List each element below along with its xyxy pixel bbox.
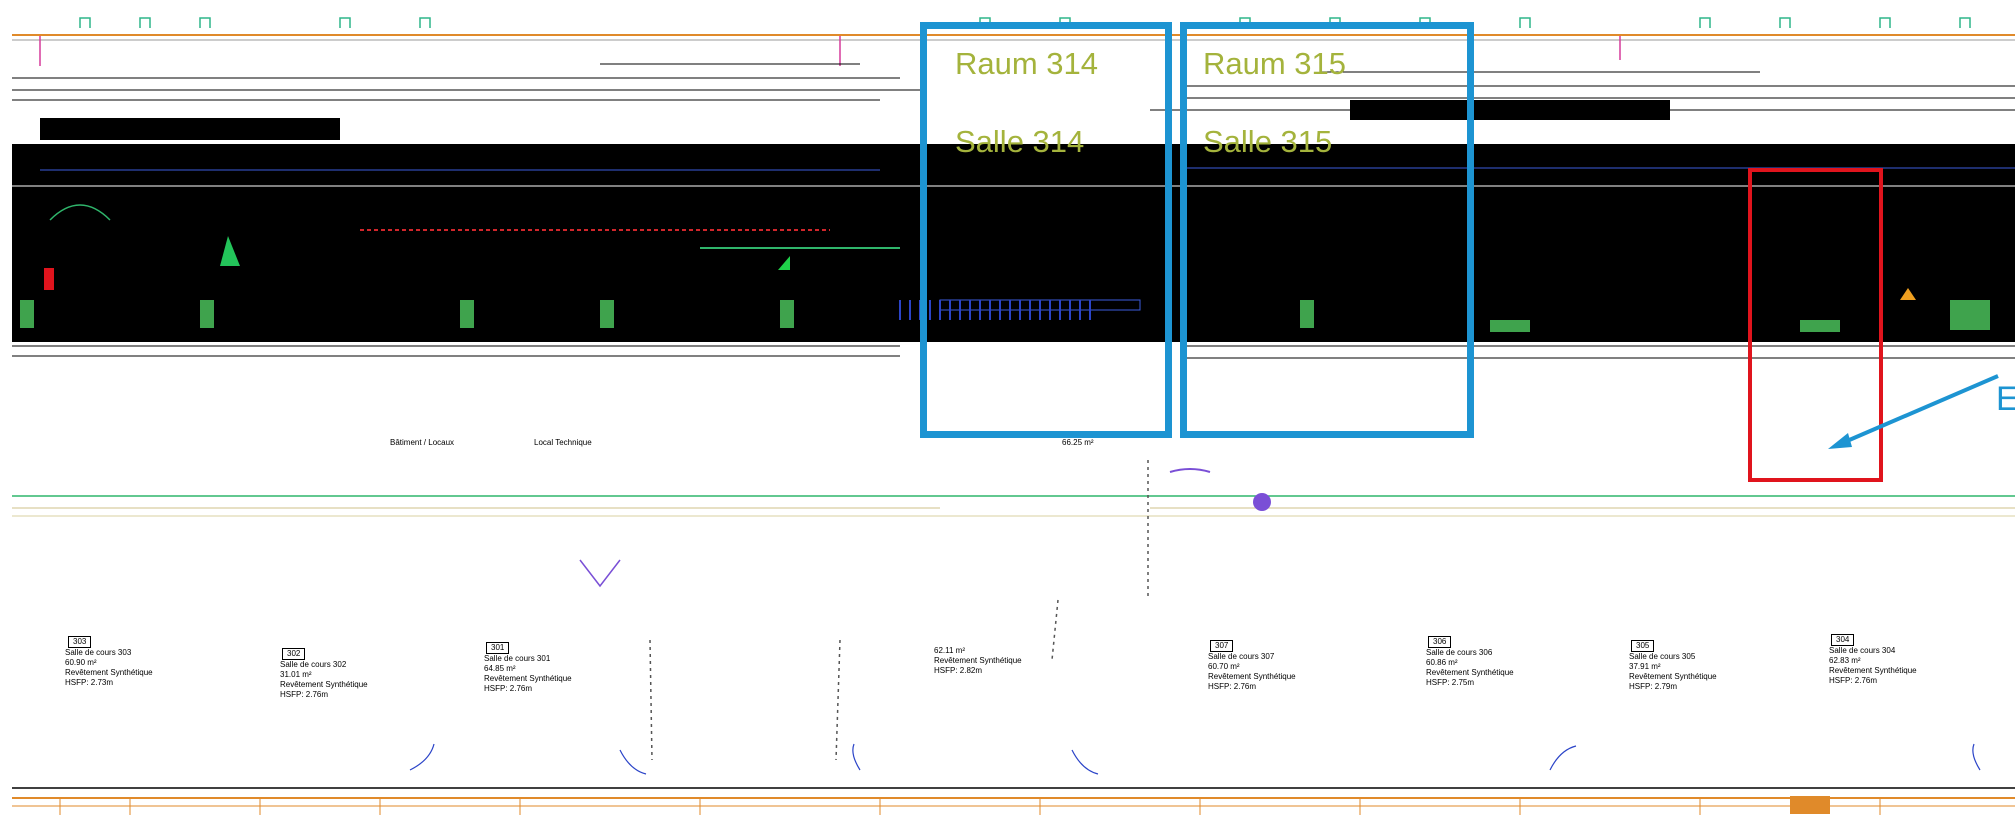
room-info-area: 62.11 m² — [934, 646, 965, 655]
room-info-area: 60.86 m² — [1426, 658, 1458, 667]
pink-columns — [39, 36, 1621, 66]
room-info-307: Salle de cours 307 60.70 m² Revêtement S… — [1208, 652, 1296, 692]
room-info-floor: Revêtement Synthétique — [1208, 672, 1296, 681]
room-info-name: Salle de cours 307 — [1208, 652, 1275, 661]
room-info-area: 60.70 m² — [1208, 662, 1240, 671]
room-info-302: Salle de cours 302 31.01 m² Revêtement S… — [280, 660, 368, 700]
room-tag: 302 — [282, 648, 306, 660]
room-info-area: 62.83 m² — [1829, 656, 1861, 665]
room-info-floor: Revêtement Synthétique — [1629, 672, 1717, 681]
room-info-height: HSFP: 2.76m — [1829, 676, 1878, 685]
room-315-label-fr: Salle 315 — [1203, 124, 1333, 159]
main-plan-band — [12, 144, 2015, 342]
room-info-height: HSFP: 2.82m — [934, 666, 983, 675]
room-info-floor: Revêtement Synthétique — [65, 668, 153, 677]
bottom-wall — [12, 787, 2015, 815]
room-info-height: HSFP: 2.76m — [280, 690, 329, 699]
band-details — [12, 167, 2015, 332]
room-info-name: Salle de cours 304 — [1829, 646, 1896, 655]
room-tag: 301 — [486, 642, 510, 654]
room-info-305: Salle de cours 305 37.91 m² Revêtement S… — [1629, 652, 1717, 692]
room-info-name: Salle de cours 301 — [484, 654, 551, 663]
window-notches-top — [79, 17, 1971, 28]
room-tag: 303 — [68, 636, 92, 648]
door-swings — [409, 743, 1981, 775]
room-info-height: HSFP: 2.73m — [65, 678, 114, 687]
room-tag: 307 — [1210, 640, 1234, 652]
room-info-303: Salle de cours 303 60.90 m² Revêtement S… — [65, 648, 153, 688]
room-info-floor: Revêtement Synthétique — [1426, 668, 1514, 677]
room-separators — [12, 345, 2015, 359]
room-info-304: Salle de cours 304 62.83 m² Revêtement S… — [1829, 646, 1917, 686]
highlight-red-box — [1748, 168, 1883, 482]
corridor-left-label: Bâtiment / Locaux — [390, 438, 455, 447]
centre-dashes — [649, 460, 1149, 761]
corridor-lines — [12, 468, 2015, 588]
room-info-height: HSFP: 2.79m — [1629, 682, 1678, 691]
room-info-area: 64.85 m² — [484, 664, 516, 673]
room-info-centre: 62.11 m² Revêtement Synthétique HSFP: 2.… — [934, 646, 1022, 676]
dark-strip-left — [40, 118, 340, 140]
pointer-arrow-head — [1828, 433, 1852, 449]
room-info-name: Salle de cours 303 — [65, 648, 132, 657]
room-info-floor: Revêtement Synthétique — [934, 656, 1022, 665]
furniture-band — [12, 63, 2015, 111]
room-info-name: Salle de cours 305 — [1629, 652, 1696, 661]
room-info-floor: Revêtement Synthétique — [1829, 666, 1917, 675]
room-info-area: 60.90 m² — [65, 658, 97, 667]
tech-room-label: Local Technique — [534, 438, 592, 447]
room-info-area: 37.91 m² — [1629, 662, 1661, 671]
room-info-area: 31.01 m² — [280, 670, 312, 679]
room-info-floor: Revêtement Synthétique — [484, 674, 572, 683]
room-info-height: HSFP: 2.76m — [1208, 682, 1257, 691]
room-info-height: HSFP: 2.76m — [484, 684, 533, 693]
room-315-label-de: Raum 315 — [1203, 46, 1347, 81]
edge-letter: E — [1996, 380, 2015, 418]
room-info-name: Salle de cours 306 — [1426, 648, 1493, 657]
room-info-301: Salle de cours 301 64.85 m² Revêtement S… — [484, 654, 572, 694]
room-info-height: HSFP: 2.75m — [1426, 678, 1475, 687]
room-info-name: Salle de cours 302 — [280, 660, 347, 669]
room-314-label-fr: Salle 314 — [955, 124, 1085, 159]
pointer-arrow-line — [1839, 374, 1999, 446]
room-tag: 305 — [1631, 640, 1655, 652]
centre-area-label: 66.25 m² — [1062, 438, 1094, 447]
room-info-floor: Revêtement Synthétique — [280, 680, 368, 689]
room-314-label-de: Raum 314 — [955, 46, 1099, 81]
room-info-306: Salle de cours 306 60.86 m² Revêtement S… — [1426, 648, 1514, 688]
room-tag: 304 — [1831, 634, 1855, 646]
room-tag: 306 — [1428, 636, 1452, 648]
dark-strip-right — [1350, 100, 1670, 120]
